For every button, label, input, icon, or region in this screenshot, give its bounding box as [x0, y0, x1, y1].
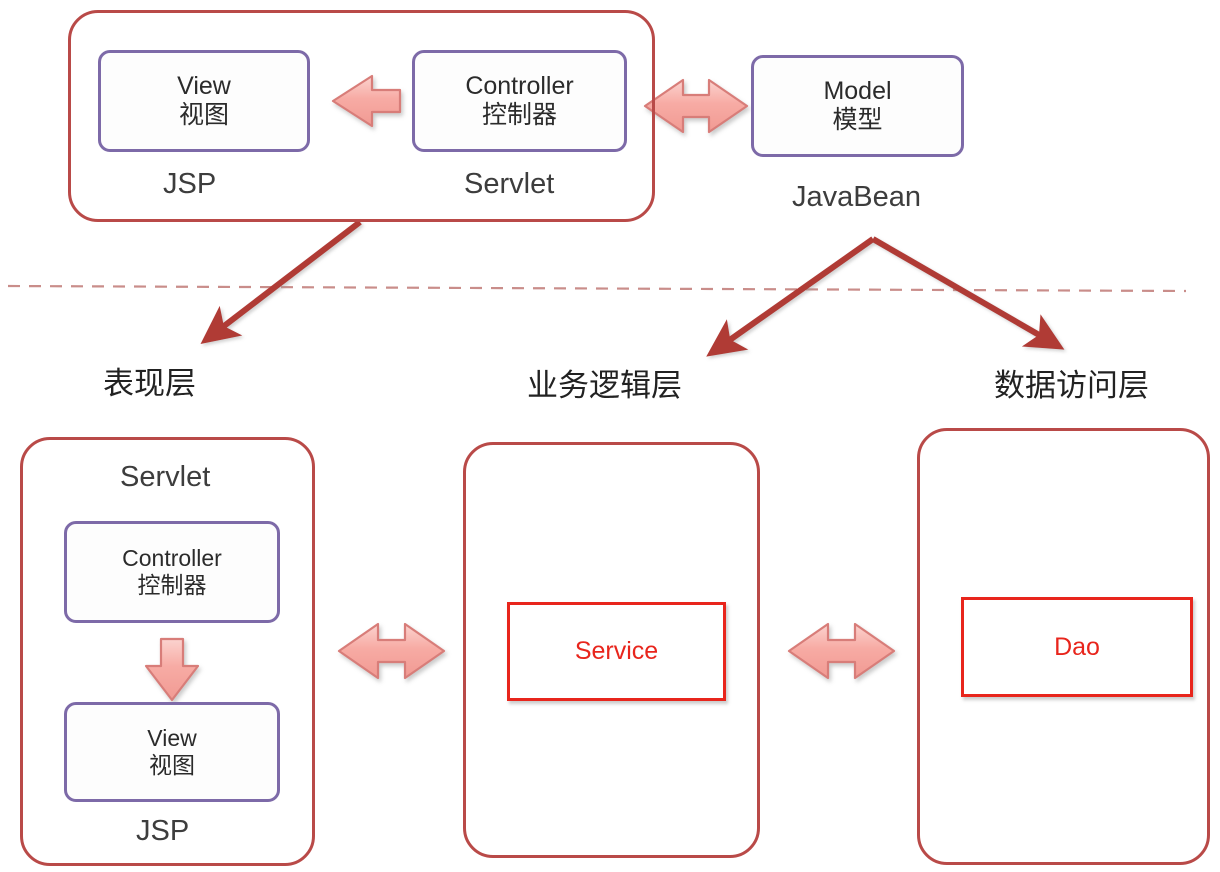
layer-label-business-logic: 业务逻辑层: [527, 368, 682, 403]
connector-mvc-to-presentation: [200, 219, 362, 345]
connector-javabean-to-business: [706, 236, 875, 357]
arrow-business-dataaccess-icon: [787, 622, 896, 680]
controller-box-top-en: Controller: [465, 71, 574, 100]
mvc-container: [68, 10, 655, 222]
arrow-controller-to-view-down-icon: [144, 637, 200, 702]
model-box-top-cn: 模型: [832, 106, 883, 134]
model-box-top[interactable]: Model 模型: [751, 55, 964, 157]
arrow-controller-model-icon: [643, 78, 749, 134]
layer-divider: [7, 284, 1187, 293]
model-box-top-en: Model: [823, 76, 892, 105]
dao-box-label: Dao: [1054, 632, 1100, 661]
service-box[interactable]: Service: [507, 602, 726, 701]
view-box-bottom[interactable]: View 视图: [64, 702, 280, 802]
controller-box-bottom[interactable]: Controller 控制器: [64, 521, 280, 623]
arrow-presentation-business-icon: [337, 622, 446, 680]
view-caption-jsp: JSP: [163, 168, 217, 200]
view-box-bottom-en: View: [147, 724, 197, 751]
controller-caption-servlet: Servlet: [464, 168, 555, 200]
dao-box[interactable]: Dao: [961, 597, 1193, 697]
view-box-top-en: View: [177, 71, 231, 100]
layer-label-data-access: 数据访问层: [994, 368, 1149, 403]
service-box-label: Service: [574, 637, 659, 665]
presentation-caption-jsp: JSP: [136, 815, 190, 847]
arrow-controller-to-view-icon: [331, 74, 402, 128]
data-access-layer-container: [917, 428, 1210, 865]
controller-box-top[interactable]: Controller 控制器: [412, 50, 627, 152]
connector-javabean-to-dataaccess: [871, 236, 1065, 350]
view-box-top[interactable]: View 视图: [98, 50, 310, 152]
business-logic-layer-container: [463, 442, 760, 858]
view-box-bottom-cn: 视图: [149, 752, 195, 778]
view-box-top-cn: 视图: [178, 101, 229, 129]
controller-box-top-cn: 控制器: [481, 101, 557, 129]
layer-label-presentation: 表现层: [103, 366, 196, 401]
controller-box-bottom-cn: 控制器: [137, 572, 207, 598]
presentation-layer-container: [20, 437, 315, 866]
presentation-caption-servlet: Servlet: [120, 461, 211, 493]
controller-box-bottom-en: Controller: [122, 544, 222, 571]
model-caption-javabean: JavaBean: [792, 181, 921, 213]
